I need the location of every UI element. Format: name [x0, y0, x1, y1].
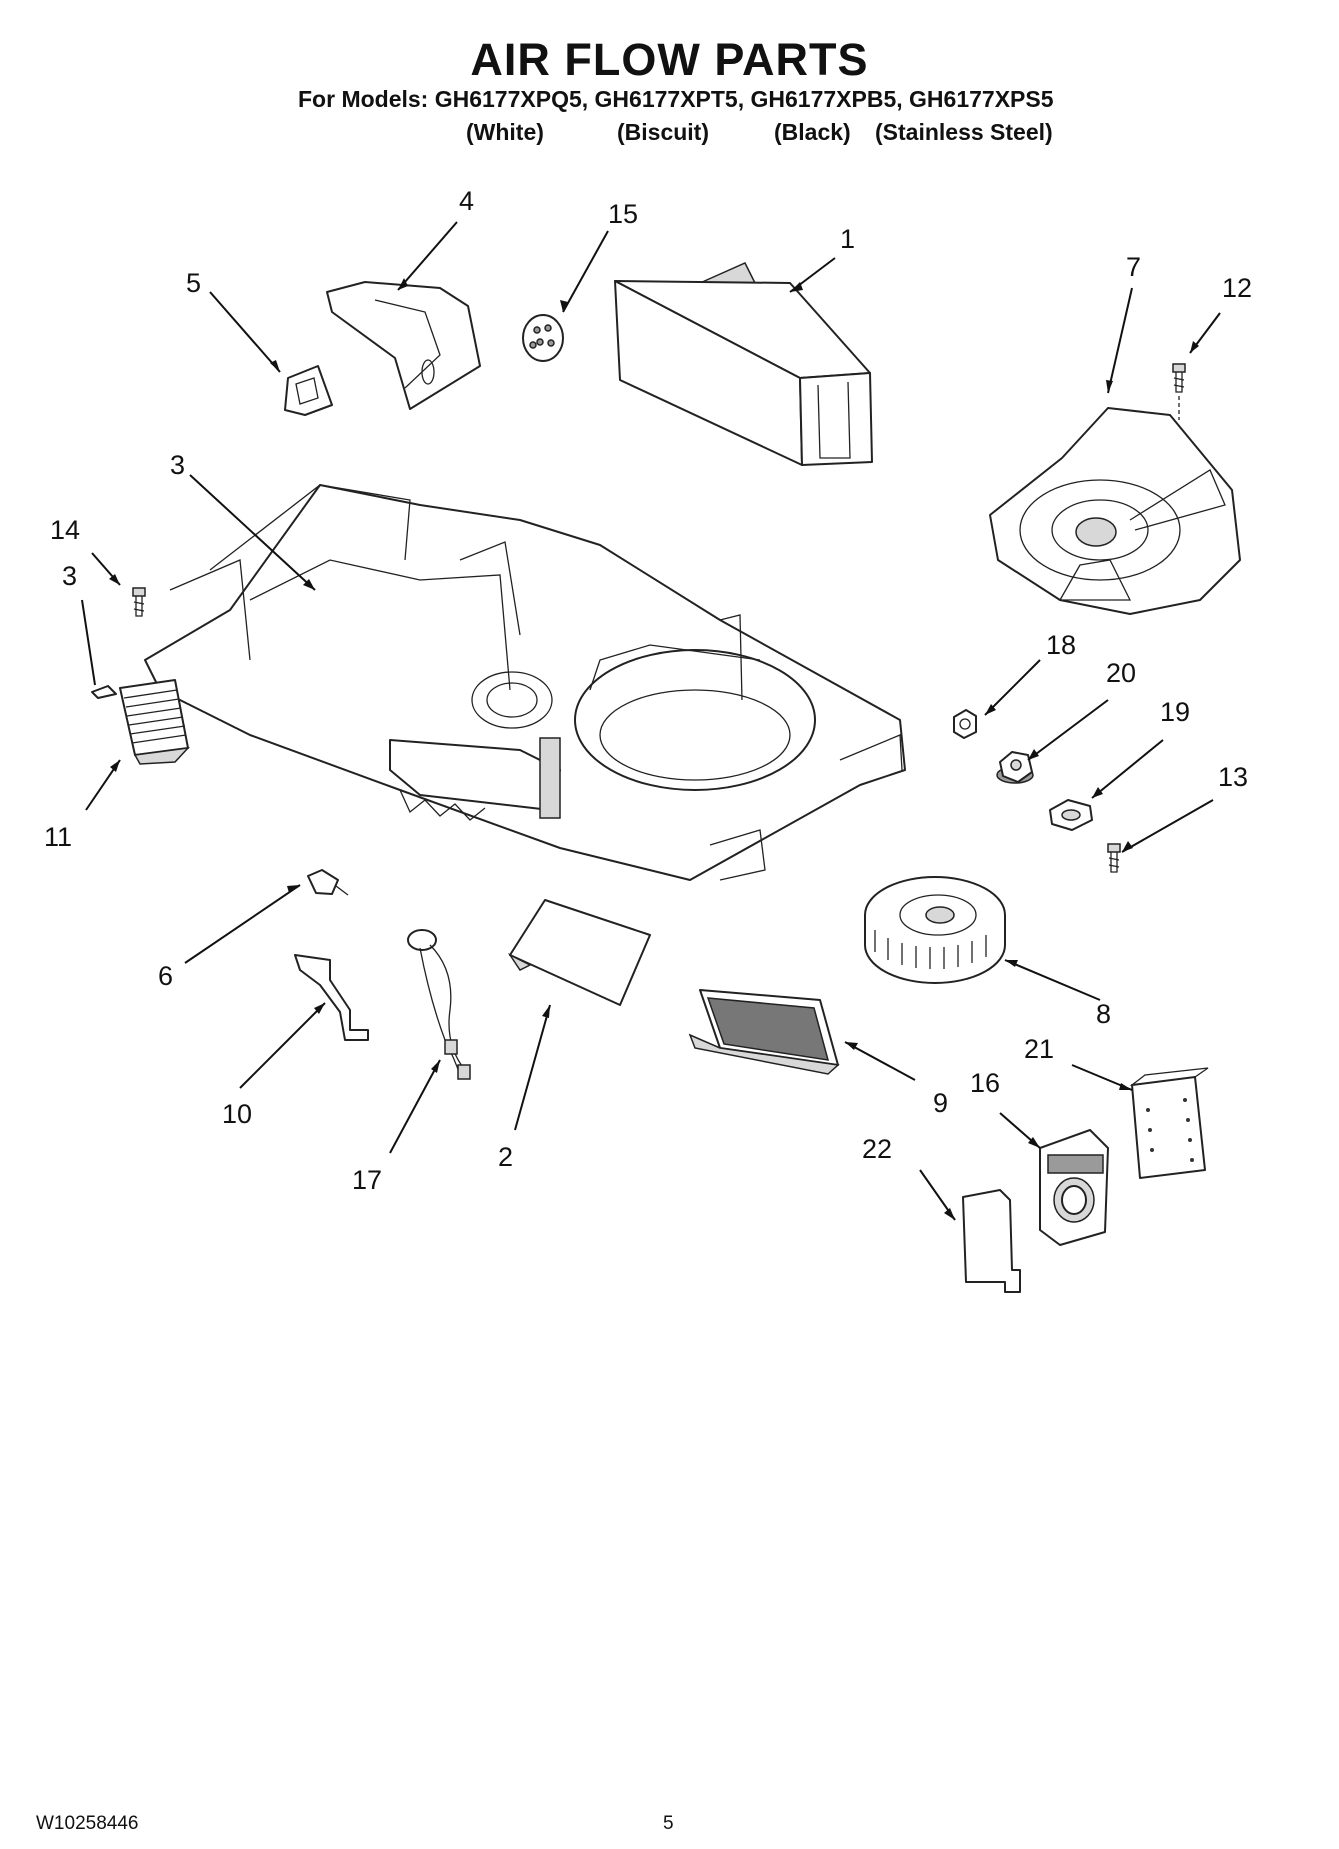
part-7-blower-housing: [989, 407, 1241, 615]
part-21-box: [1129, 1067, 1209, 1179]
part-6-socket: [307, 869, 349, 896]
callout-21: 21: [1024, 1034, 1054, 1064]
callout-3-base: 3: [170, 450, 185, 480]
part-20-hub: [996, 751, 1034, 784]
color-black: (Black): [774, 119, 851, 145]
callout-15: 15: [608, 199, 638, 229]
part-17-harness: [407, 929, 471, 1080]
callout-19: 19: [1160, 697, 1190, 727]
part-3-clip: [91, 685, 117, 699]
document-number: W10258446: [36, 1813, 139, 1834]
color-biscuit: (Biscuit): [617, 119, 709, 145]
page-title: AIR FLOW PARTS: [470, 34, 869, 85]
part-14-screw: [132, 587, 146, 617]
leader-arrowheads: [109, 278, 1199, 1220]
part-12-screw: [1172, 363, 1186, 420]
part-1-air-duct: [614, 262, 873, 466]
callout-6: 6: [158, 961, 173, 991]
callout-13: 13: [1218, 762, 1248, 792]
callout-9: 9: [933, 1088, 948, 1118]
callout-12: 12: [1222, 273, 1252, 303]
callout-16: 16: [970, 1068, 1000, 1098]
page-number: 5: [663, 1813, 674, 1834]
callout-10: 10: [222, 1099, 252, 1129]
leader-lines: [81, 221, 1221, 1221]
callout-3-clip: 3: [62, 561, 77, 591]
callout-11: 11: [44, 822, 72, 852]
part-8-blower-wheel: [864, 876, 1006, 984]
part-18-nut: [953, 709, 977, 739]
part-10-bracket: [294, 954, 369, 1041]
part-19-washer: [1049, 799, 1093, 831]
part-22-panel: [962, 1189, 1021, 1293]
color-stainless-steel: (Stainless Steel): [875, 119, 1053, 145]
callout-4: 4: [459, 186, 474, 216]
callout-7: 7: [1126, 252, 1141, 282]
callout-2: 2: [498, 1142, 513, 1172]
part-5-cutout: [284, 365, 333, 416]
color-white: (White): [466, 119, 544, 145]
part-15-damper: [522, 314, 564, 362]
part-9-filter: [688, 989, 840, 1075]
callout-17: 17: [352, 1165, 382, 1195]
models-line: For Models: GH6177XPQ5, GH6177XPT5, GH61…: [298, 86, 1054, 112]
part-13-screw: [1107, 843, 1121, 873]
callout-14: 14: [50, 515, 80, 545]
callout-18: 18: [1046, 630, 1076, 660]
part-11-grille: [119, 679, 190, 765]
part-16-housing: [1039, 1129, 1109, 1246]
part-4-bracket: [326, 281, 481, 410]
part-2-cover: [507, 899, 651, 1006]
callout-numbers: 1 2 3 3 4 5 6 7 8 9 10 11 12 13 14 15 16…: [44, 186, 1252, 1195]
part-3-base: [144, 484, 906, 881]
callout-22: 22: [862, 1134, 892, 1164]
callout-20: 20: [1106, 658, 1136, 688]
callout-5: 5: [186, 268, 201, 298]
callout-8: 8: [1096, 999, 1111, 1029]
callout-1: 1: [840, 224, 855, 254]
